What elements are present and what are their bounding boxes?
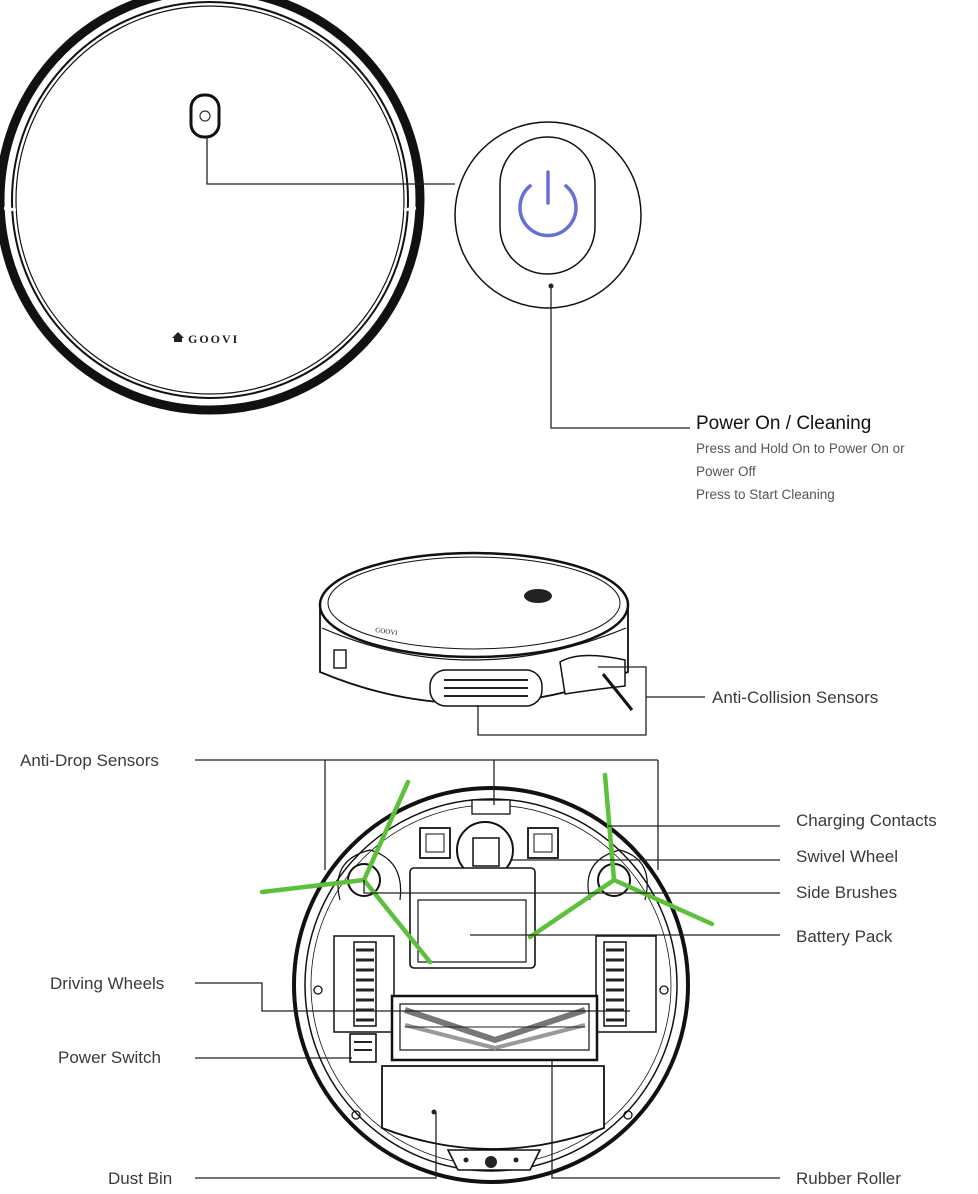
power-button-zoom <box>454 121 642 309</box>
charging-contact-right <box>527 827 559 859</box>
rubber-roller <box>390 994 599 1062</box>
robot-bottom-view <box>259 772 715 1184</box>
label-battery-pack: Battery Pack <box>796 927 893 946</box>
brand-logo: GOOVI <box>172 332 239 346</box>
swivel-wheel <box>472 837 500 867</box>
label-swivel-wheel: Swivel Wheel <box>796 847 898 866</box>
dust-bin <box>381 1065 605 1150</box>
power-title: Power On / Cleaning <box>696 413 871 434</box>
label-rubber-roller: Rubber Roller <box>796 1169 901 1188</box>
battery-pack <box>409 867 536 969</box>
power-icon <box>518 170 578 238</box>
label-dust-bin: Dust Bin <box>108 1169 172 1188</box>
label-side-brushes: Side Brushes <box>796 883 897 902</box>
svg-text:GOOVI: GOOVI <box>188 332 239 346</box>
side-brush-left <box>259 779 433 965</box>
label-power-switch: Power Switch <box>58 1048 161 1067</box>
power-switch <box>349 1033 377 1063</box>
robot-top-view: GOOVI <box>0 0 425 415</box>
label-anti-drop-sensors: Anti-Drop Sensors <box>20 751 159 770</box>
power-desc-line-2: Power Off <box>696 464 756 479</box>
charging-contact-left <box>419 827 451 859</box>
power-desc-line-3: Press to Start Cleaning <box>696 487 835 502</box>
label-anti-collision-sensors: Anti-Collision Sensors <box>712 688 878 707</box>
svg-text:GOOVI: GOOVI <box>375 626 399 637</box>
label-driving-wheels: Driving Wheels <box>50 974 164 993</box>
power-button <box>189 93 221 139</box>
power-desc-line-1: Press and Hold On to Power On or <box>696 441 905 456</box>
driving-wheel-left <box>333 935 395 1033</box>
side-brush-right <box>527 772 715 940</box>
robot-side-view: GOOVI <box>318 551 634 711</box>
driving-wheel-right <box>595 935 657 1033</box>
label-charging-contacts: Charging Contacts <box>796 811 937 830</box>
